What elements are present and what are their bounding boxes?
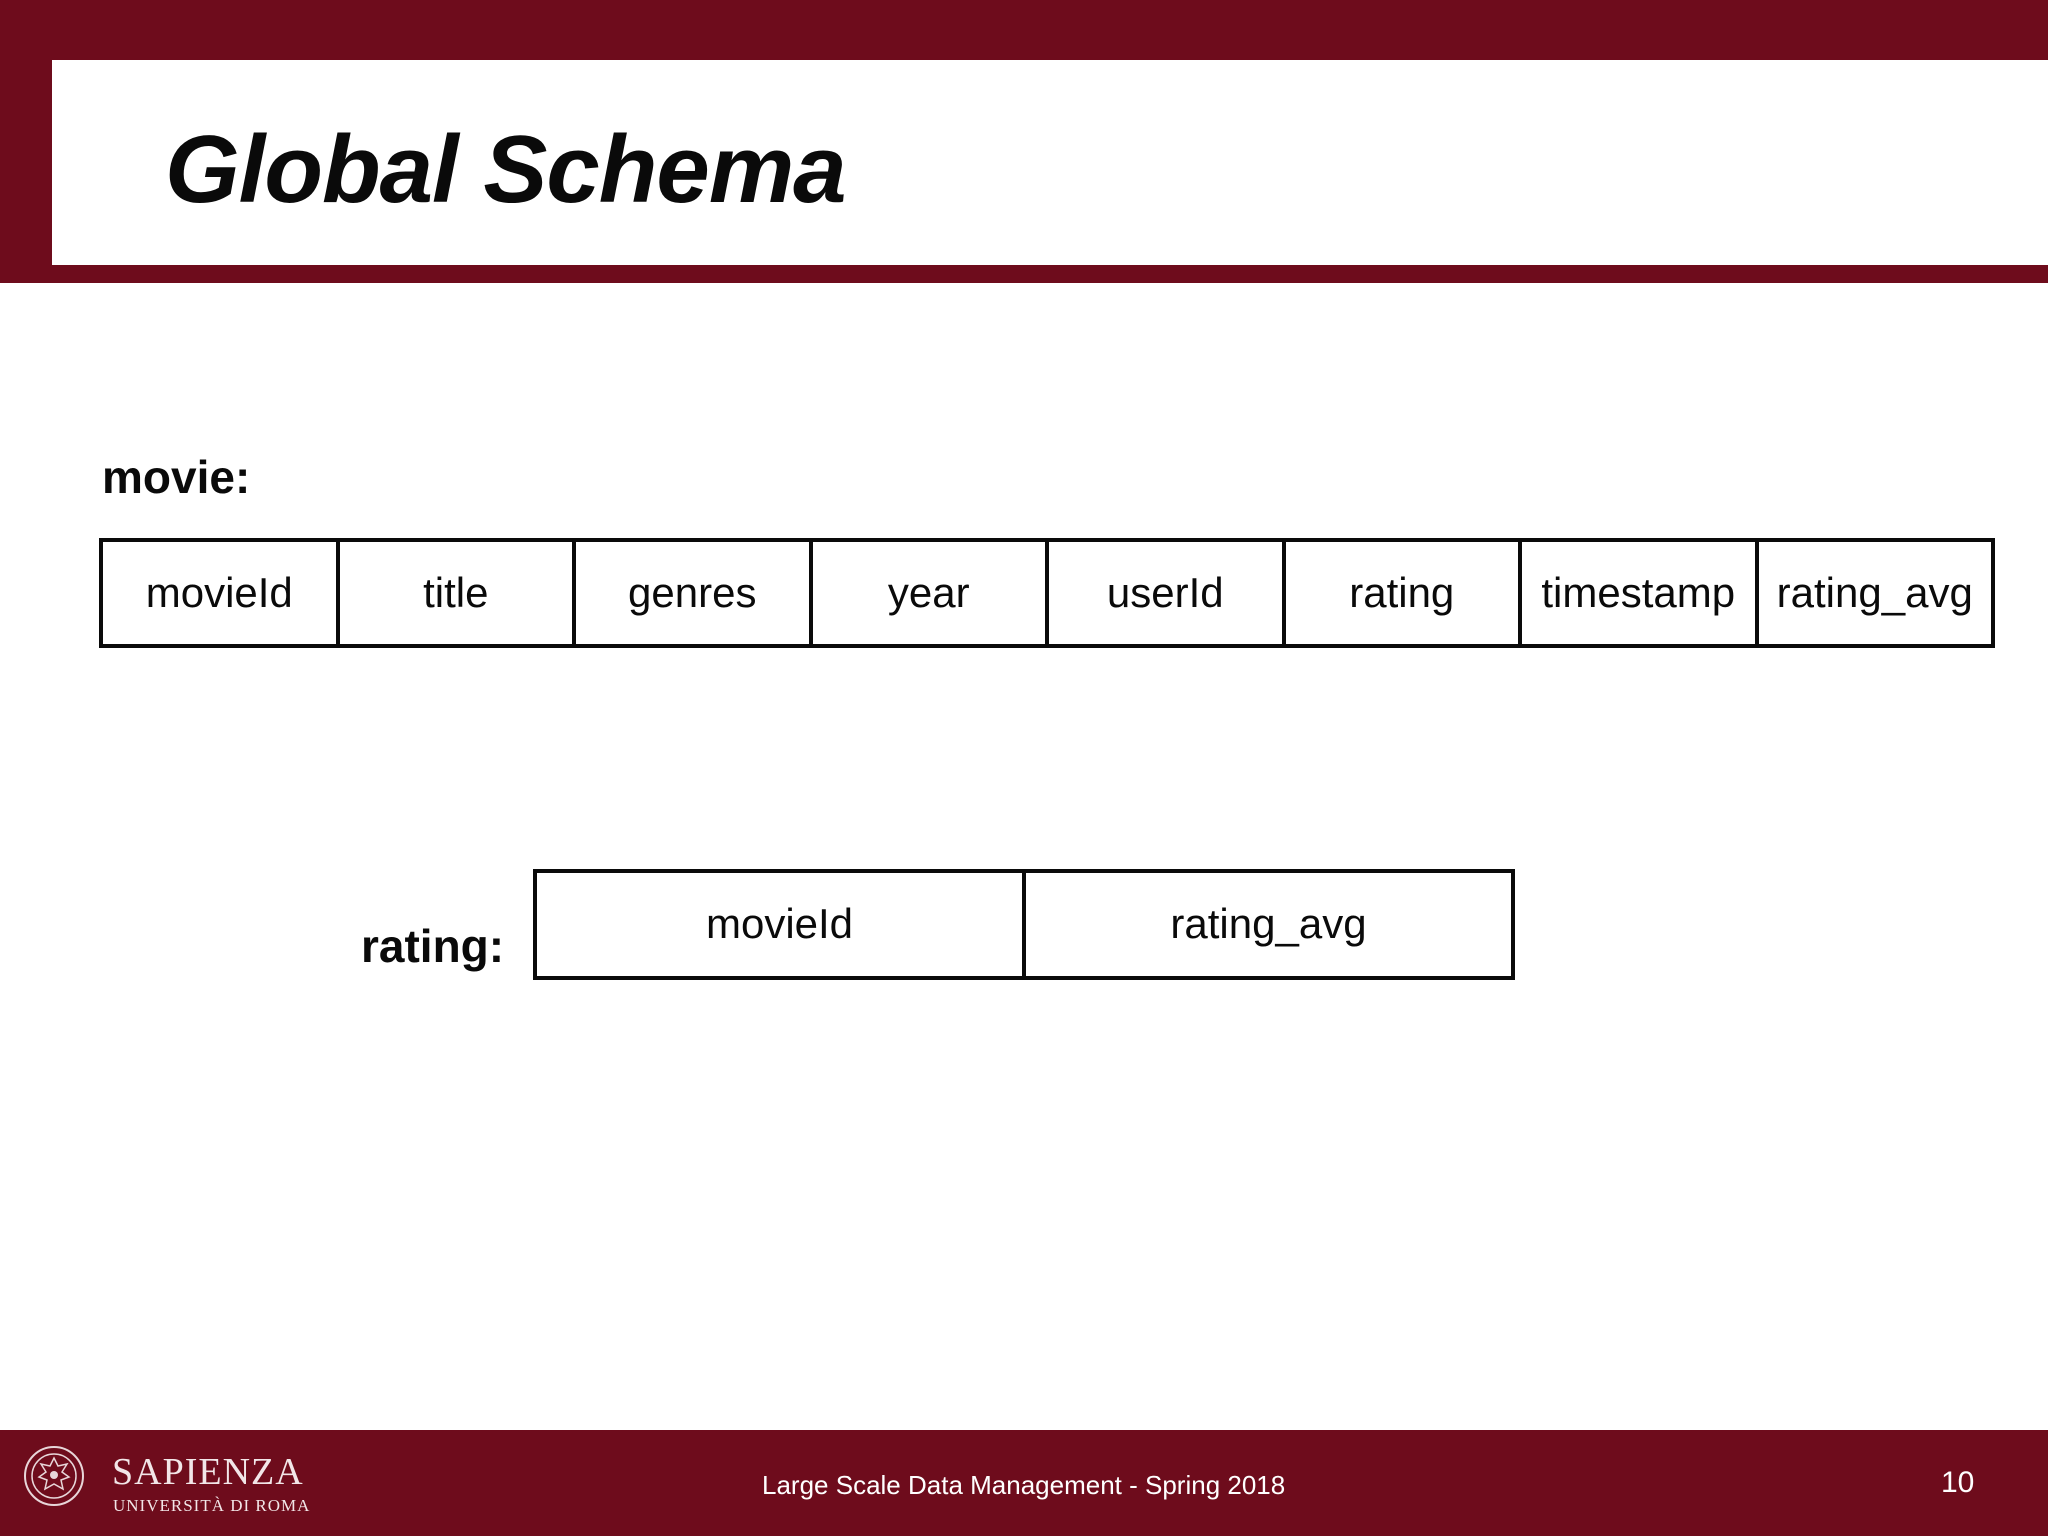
movie-schema-table: movieId title genres year userId rating … (99, 538, 1995, 648)
rating-column-rating-avg: rating_avg (1170, 900, 1367, 947)
movie-column-genres: genres (576, 542, 813, 644)
logo-subtitle: UNIVERSITÀ DI ROMA (113, 1496, 311, 1515)
logo-name: SAPIENZA (112, 1451, 304, 1493)
movie-table-label: movie: (102, 451, 251, 503)
rating-table-label: rating: (361, 920, 505, 972)
rating-schema-table: movieId rating_avg (533, 869, 1515, 980)
slide-title: Global Schema (165, 116, 847, 223)
course-footer-text: Large Scale Data Management - Spring 201… (762, 1470, 1286, 1500)
movie-column-title: title (340, 542, 576, 644)
title-box (52, 60, 2048, 265)
movie-column-rating: rating (1286, 542, 1522, 644)
movie-column-userid: userId (1049, 542, 1286, 644)
movie-column-movieid: movieId (103, 542, 340, 644)
movie-column-rating-avg: rating_avg (1776, 569, 1973, 616)
sapienza-seal-icon (24, 1446, 84, 1506)
movie-column-timestamp: timestamp (1522, 542, 1759, 644)
footer-bar: SAPIENZA UNIVERSITÀ DI ROMA Large Scale … (0, 1430, 2048, 1536)
page-number: 10 (1941, 1466, 1975, 1499)
movie-column-year: year (813, 542, 1049, 644)
rating-column-movieid: movieId (537, 873, 1026, 976)
